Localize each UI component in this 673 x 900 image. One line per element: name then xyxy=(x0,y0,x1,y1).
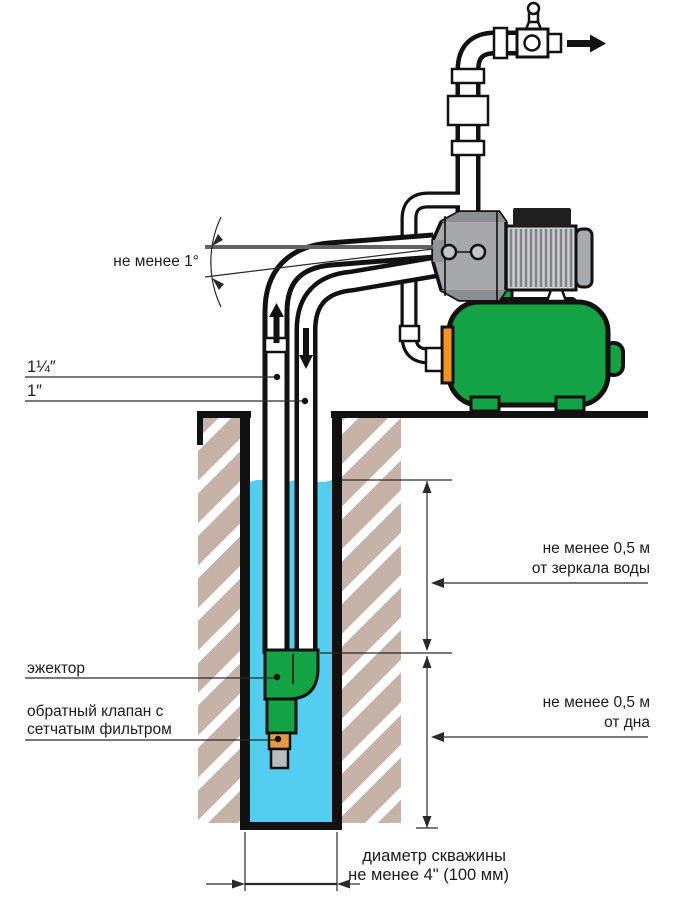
pipe-coupling xyxy=(450,139,486,157)
leader-dot xyxy=(274,735,282,743)
shutoff-valve xyxy=(515,1,563,59)
leader-arrowhead-icon xyxy=(431,578,444,588)
pump-motor xyxy=(504,208,594,303)
dim-bottom-label-line2: от дна xyxy=(604,714,650,731)
dim-arrowhead-icon xyxy=(422,656,432,668)
motor-terminal-box xyxy=(513,208,571,227)
tank-inlet-fitting xyxy=(440,325,455,385)
dim-water-label-line1: не менее 0,5 м xyxy=(543,540,650,557)
tank-body xyxy=(446,299,611,408)
flow-down-arrow-icon xyxy=(299,328,313,369)
ejector-assembly xyxy=(263,648,320,770)
left-labels: 1¼″ 1″ эжектор обратный клапан с сетчаты… xyxy=(25,358,309,743)
arc-arrowhead-icon xyxy=(212,234,223,246)
well-diameter-label-line1: диаметр скважины xyxy=(362,847,506,865)
well-pipes xyxy=(262,232,436,654)
ejector-body xyxy=(263,648,320,701)
slope-annotation: не менее 1° xyxy=(113,216,434,308)
dim-arrowhead-icon xyxy=(422,816,432,828)
dim-arrowhead-icon xyxy=(422,481,432,493)
vertical-dimensions: не менее 0,5 м от зеркала воды не менее … xyxy=(320,479,650,829)
return-pipe-label: 1″ xyxy=(27,382,42,400)
pump-port xyxy=(440,243,458,261)
angle-arc xyxy=(210,216,222,308)
valve-handle-icon xyxy=(526,1,541,16)
leader-dot xyxy=(273,373,281,381)
pump-port xyxy=(469,243,487,261)
slope-reference-line xyxy=(204,248,434,278)
tank-foot xyxy=(469,395,501,413)
dim-arrowhead-icon xyxy=(337,879,350,889)
strainer-filter xyxy=(269,747,290,770)
pump-station xyxy=(424,208,625,413)
pump-head xyxy=(431,210,508,302)
leader-dot xyxy=(301,397,309,405)
dim-arrowhead-icon xyxy=(232,879,245,889)
ejector-lower-body xyxy=(265,697,298,735)
leader-arrowhead-icon xyxy=(431,732,444,742)
flow-up-arrow-icon xyxy=(269,303,284,343)
soil-right xyxy=(342,416,401,823)
pipe-coupling xyxy=(446,94,490,127)
check-valve-label-line1: обратный клапан с xyxy=(27,703,164,720)
arc-arrowhead-icon xyxy=(212,278,224,290)
pipe-coupling xyxy=(450,67,486,85)
well-casing-right xyxy=(332,414,342,830)
ground-line-left xyxy=(197,411,251,418)
pipe-union xyxy=(398,324,421,343)
leader-dot xyxy=(273,673,281,681)
motor-end-cap xyxy=(574,227,594,289)
pipe-coupling xyxy=(492,26,509,60)
outlet-flow-arrow-icon xyxy=(567,34,606,53)
ground-line-right xyxy=(331,411,648,418)
angle-label: не менее 1° xyxy=(113,253,199,270)
well-casing-left xyxy=(240,414,250,830)
tank-foot xyxy=(554,395,586,413)
diameter-dimension: диаметр скважины не менее 4" (100 мм) xyxy=(206,832,509,891)
check-valve-label-line2: сетчатым фильтром xyxy=(27,721,172,738)
well-bottom xyxy=(240,822,342,830)
motor-foot xyxy=(545,288,568,303)
soil-left xyxy=(198,416,240,823)
well-diameter-label-line2: не менее 4" (100 мм) xyxy=(348,866,509,884)
pressure-tank xyxy=(424,297,625,413)
valve-outlet-nozzle xyxy=(546,32,563,54)
dim-arrowhead-icon xyxy=(422,639,432,651)
dim-bottom-label-line1: не менее 0,5 м xyxy=(543,694,650,711)
ejector-label: эжектор xyxy=(27,660,85,677)
dim-water-label-line2: от зеркала воды xyxy=(532,560,650,577)
suction-pipe-label: 1¼″ xyxy=(27,358,56,376)
